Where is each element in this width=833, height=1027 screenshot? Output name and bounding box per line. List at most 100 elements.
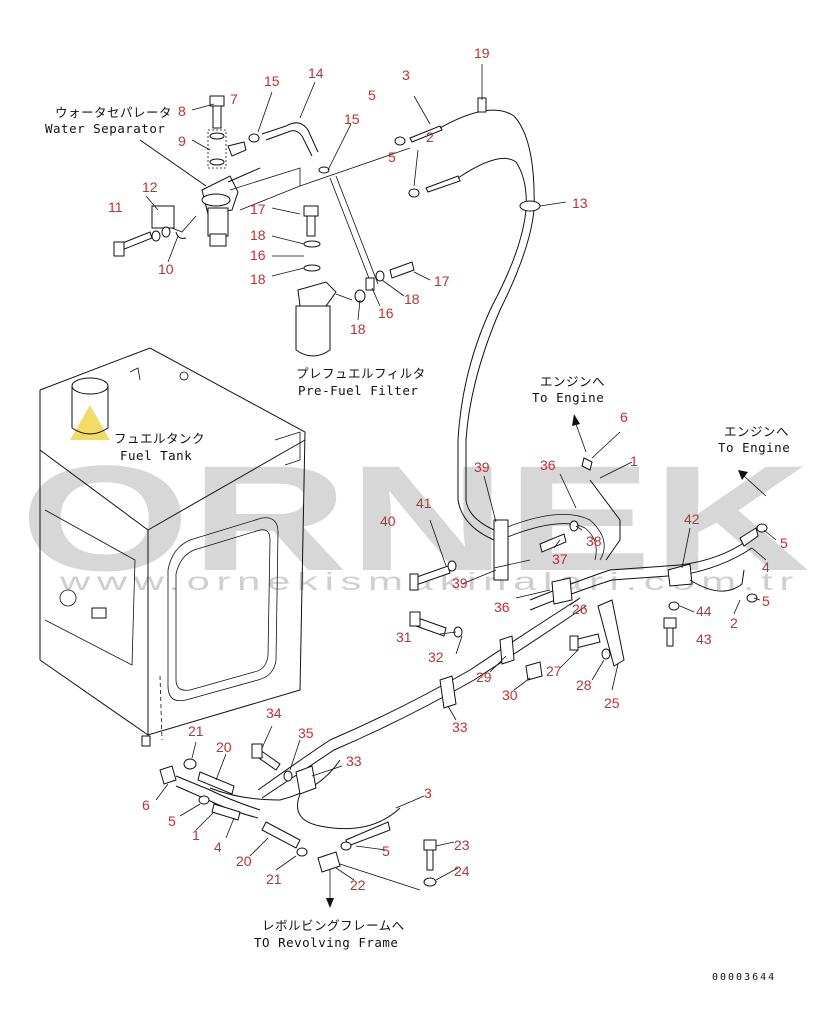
part-number: 18 — [250, 271, 266, 287]
revolving-frame-jp-label: レボルビングフレームへ — [262, 918, 405, 933]
pre-fuel-filter-en-label: Pre-Fuel Filter — [298, 383, 418, 398]
part-number: 28 — [576, 677, 592, 693]
tube-15-to-16 — [329, 177, 373, 287]
bolt-34-washer-35 — [251, 743, 293, 782]
water-separator — [139, 139, 261, 247]
watermark-logo-mark — [70, 405, 110, 440]
part-number: 25 — [604, 695, 620, 711]
part-number: 8 — [178, 103, 186, 119]
part-number: 19 — [474, 45, 490, 61]
part-number: 5 — [382, 843, 390, 859]
text-labels: ウォータセパレータ Water Separator プレフュエルフィルタ Pre… — [45, 105, 790, 983]
part-number: 14 — [308, 65, 324, 81]
part-number: 3 — [424, 785, 432, 801]
part-number: 10 — [158, 261, 174, 277]
part-number: 33 — [452, 719, 468, 735]
part-number: 16 — [250, 247, 266, 263]
leader-lines — [145, 64, 777, 881]
fuel-tank — [39, 347, 306, 747]
bolt-40-washer-41 — [409, 560, 457, 591]
engine-lines — [493, 457, 621, 581]
revolving-frame-en-label: TO Revolving Frame — [254, 935, 398, 950]
part-number: 18 — [404, 291, 420, 307]
part-number: 37 — [552, 551, 568, 567]
part-number: 35 — [298, 725, 314, 741]
part-number: 38 — [586, 533, 602, 549]
part-number: 41 — [416, 495, 432, 511]
part-number: 33 — [346, 753, 362, 769]
part-number: 6 — [620, 409, 628, 425]
part-number: 39 — [474, 459, 490, 475]
part-number: 21 — [266, 871, 282, 887]
to-engine-arrows — [572, 414, 767, 497]
part-number: 1 — [192, 827, 200, 843]
part-number: 44 — [696, 603, 712, 619]
fuel-tank-en-label: Fuel Tank — [120, 448, 192, 463]
part-number: 3 — [402, 67, 410, 83]
part-number: 7 — [230, 91, 238, 107]
part-number: 17 — [250, 201, 266, 217]
drawing-code: 00003644 — [712, 972, 776, 983]
part-number: 4 — [214, 839, 222, 855]
part-numbers: 19 3 2 5 5 14 15 15 8 7 9 12 11 10 13 17… — [108, 45, 788, 893]
to-engine-2-jp-label: エンジンへ — [724, 424, 789, 439]
water-separator-jp-label: ウォータセパレータ — [55, 105, 172, 120]
part-number: 31 — [396, 629, 412, 645]
part-number: 2 — [730, 615, 738, 631]
part-number: 5 — [168, 813, 176, 829]
part-number: 2 — [426, 129, 434, 145]
part-number: 17 — [434, 273, 450, 289]
part-number: 15 — [264, 73, 280, 89]
part-number: 39 — [452, 575, 468, 591]
part-number: 43 — [696, 631, 712, 647]
part-number: 26 — [572, 601, 588, 617]
hose-33-loop — [297, 793, 401, 851]
part-number: 1 — [630, 453, 638, 469]
part-number: 34 — [266, 705, 282, 721]
left-fittings — [159, 758, 308, 857]
lower-lines — [209, 577, 587, 801]
part-number: 24 — [454, 863, 470, 879]
part-number: 42 — [684, 511, 700, 527]
part-number: 9 — [178, 133, 186, 149]
part-number: 20 — [216, 739, 232, 755]
fuel-tank-jp-label: フュエルタンク — [114, 431, 205, 446]
part-number: 32 — [428, 649, 444, 665]
link-line — [229, 167, 301, 211]
part-number: 15 — [344, 111, 360, 127]
part-number: 40 — [380, 513, 396, 529]
hose-13 — [439, 97, 541, 541]
pre-fuel-filter — [295, 205, 415, 357]
part-number: 5 — [388, 149, 396, 165]
hose-14 — [248, 122, 330, 174]
bolts-3-upper — [394, 125, 461, 198]
lines-right — [529, 523, 768, 647]
to-engine-2-en-label: To Engine — [718, 440, 790, 455]
part-number: 18 — [350, 321, 366, 337]
part-number: 11 — [108, 199, 123, 215]
bolt-23-washer-24 — [423, 839, 437, 887]
part-number: 5 — [762, 593, 770, 609]
part-number: 18 — [250, 227, 266, 243]
part-number: 23 — [454, 837, 470, 853]
to-engine-1-en-label: To Engine — [532, 390, 604, 405]
part-number: 5 — [780, 535, 788, 551]
bracket-25 — [597, 599, 625, 667]
part-number: 36 — [540, 457, 556, 473]
to-engine-1-jp-label: エンジンへ — [540, 374, 605, 389]
part-number: 29 — [476, 669, 492, 685]
part-number: 27 — [546, 663, 562, 679]
bracket-22 — [317, 851, 421, 908]
bolt-31-washer-32 — [409, 611, 463, 638]
part-number: 12 — [142, 179, 158, 195]
part-number: 20 — [236, 853, 252, 869]
pre-fuel-filter-jp-label: プレフュエルフィルタ — [296, 366, 426, 381]
part-number: 5 — [368, 87, 376, 103]
part-number: 13 — [572, 195, 588, 211]
part-number: 30 — [502, 687, 518, 703]
fittings-37-38 — [539, 520, 579, 553]
part-number: 21 — [188, 723, 204, 739]
part-number: 16 — [378, 305, 394, 321]
water-separator-en-label: Water Separator — [45, 121, 165, 136]
